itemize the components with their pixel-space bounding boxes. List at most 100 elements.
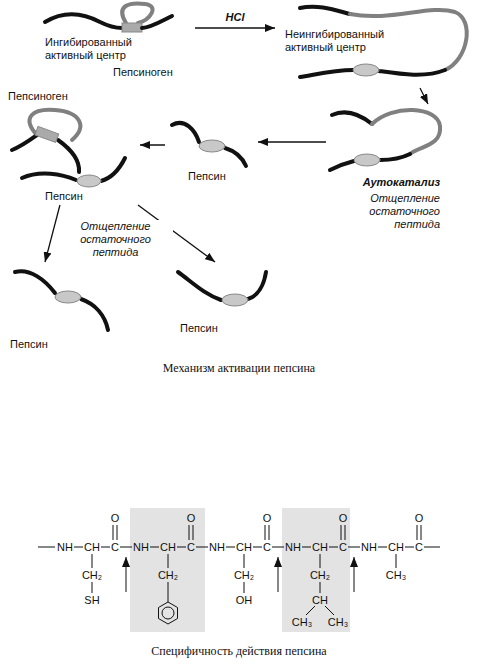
bond (424, 547, 440, 548)
chain (15, 271, 55, 293)
bond (117, 525, 118, 540)
chain (379, 70, 445, 75)
bond (168, 582, 169, 602)
atom-label: O (187, 512, 196, 525)
peptide-structure (38, 508, 440, 632)
molecule-state: ПепсиногенПепсин (5, 88, 140, 205)
bond (189, 525, 190, 540)
bond (269, 525, 270, 540)
chain (142, 16, 172, 28)
atom-label: CH₂ (234, 569, 254, 582)
atom-label: OH (236, 594, 253, 607)
step-label: Аутокатализ (325, 176, 440, 189)
protein-chains (12, 3, 467, 330)
bond (168, 554, 169, 568)
node-label: Ингибированный активный центр (45, 36, 150, 62)
atom-label: CH (84, 541, 100, 554)
chain (300, 70, 353, 77)
chain (380, 154, 410, 160)
atom-label: NH (57, 541, 73, 554)
figure-caption: Механизм активации пепсина (0, 362, 478, 375)
chain (81, 299, 108, 330)
chain (300, 7, 350, 14)
bond (113, 525, 114, 540)
bond (417, 525, 418, 540)
chain (101, 158, 125, 181)
node-label: Пепсин (188, 170, 248, 183)
step-label: Отщепление остаточного пептида (325, 192, 440, 231)
bond (244, 554, 245, 568)
bond (405, 547, 414, 548)
molecule-state: Пепсин (5, 262, 120, 357)
chain (330, 161, 354, 170)
bond (74, 547, 83, 548)
atom-label: CH₂ (310, 569, 330, 582)
node-label: Пепсиноген (113, 66, 193, 79)
edge-label: HCl (226, 11, 245, 24)
atom-label: CH₂ (82, 569, 102, 582)
atom-label: C (111, 541, 119, 554)
active-site (222, 294, 248, 306)
bond (348, 547, 360, 548)
atom-label: O (111, 512, 120, 525)
bond (320, 582, 321, 593)
node-label: Пепсиноген (8, 90, 98, 103)
benzene-ring (159, 602, 178, 624)
atom-label: O (339, 512, 348, 525)
chain (178, 272, 221, 300)
bonds (38, 525, 440, 615)
bond (120, 547, 132, 548)
bond (196, 547, 208, 548)
reaction-arrow (195, 27, 275, 28)
step-arrows (258, 88, 428, 142)
active-site (354, 154, 380, 166)
chain (248, 272, 266, 299)
cleaved-residue-shade (282, 508, 350, 632)
bond (38, 547, 55, 548)
node-label: Пепсин (45, 190, 105, 203)
bond (272, 547, 284, 548)
bond (325, 606, 334, 615)
atom-label: C (263, 541, 271, 554)
cleavage-arrow (354, 557, 355, 592)
benzene-ring (162, 607, 174, 619)
chain (45, 14, 122, 28)
atom-label: CH (388, 541, 404, 554)
atom-label: CH₃ (292, 616, 312, 629)
molecule-state: Неингибированный активный центр (275, 4, 473, 84)
bond (396, 554, 397, 568)
atom-label: CH (160, 541, 176, 554)
blocked-site (35, 126, 59, 142)
atom-label: CH₃ (328, 616, 348, 629)
bond (244, 582, 245, 593)
active-site (199, 140, 225, 152)
atom-label: CH (312, 541, 328, 554)
atom-label: SH (84, 594, 99, 607)
atom-label: C (415, 541, 423, 554)
bond (92, 554, 93, 568)
cleavage-arrows (126, 557, 354, 592)
bond (302, 547, 311, 548)
bond (101, 547, 110, 548)
bond (329, 547, 338, 548)
atom-label: CH (236, 541, 252, 554)
cleavage-arrow (278, 557, 279, 592)
bond (345, 525, 346, 540)
bond (177, 547, 186, 548)
bond (265, 525, 266, 540)
chain (172, 123, 199, 142)
bond (306, 606, 315, 615)
blocked-site (122, 23, 142, 32)
atom-label: CH (312, 594, 328, 607)
atom-label: O (263, 512, 272, 525)
atom-label: NH (361, 541, 377, 554)
bond (226, 547, 235, 548)
atom-label: NH (209, 541, 225, 554)
active-site (77, 175, 101, 187)
chain (58, 140, 79, 172)
bond (92, 582, 93, 593)
atom-label: NH (285, 541, 301, 554)
